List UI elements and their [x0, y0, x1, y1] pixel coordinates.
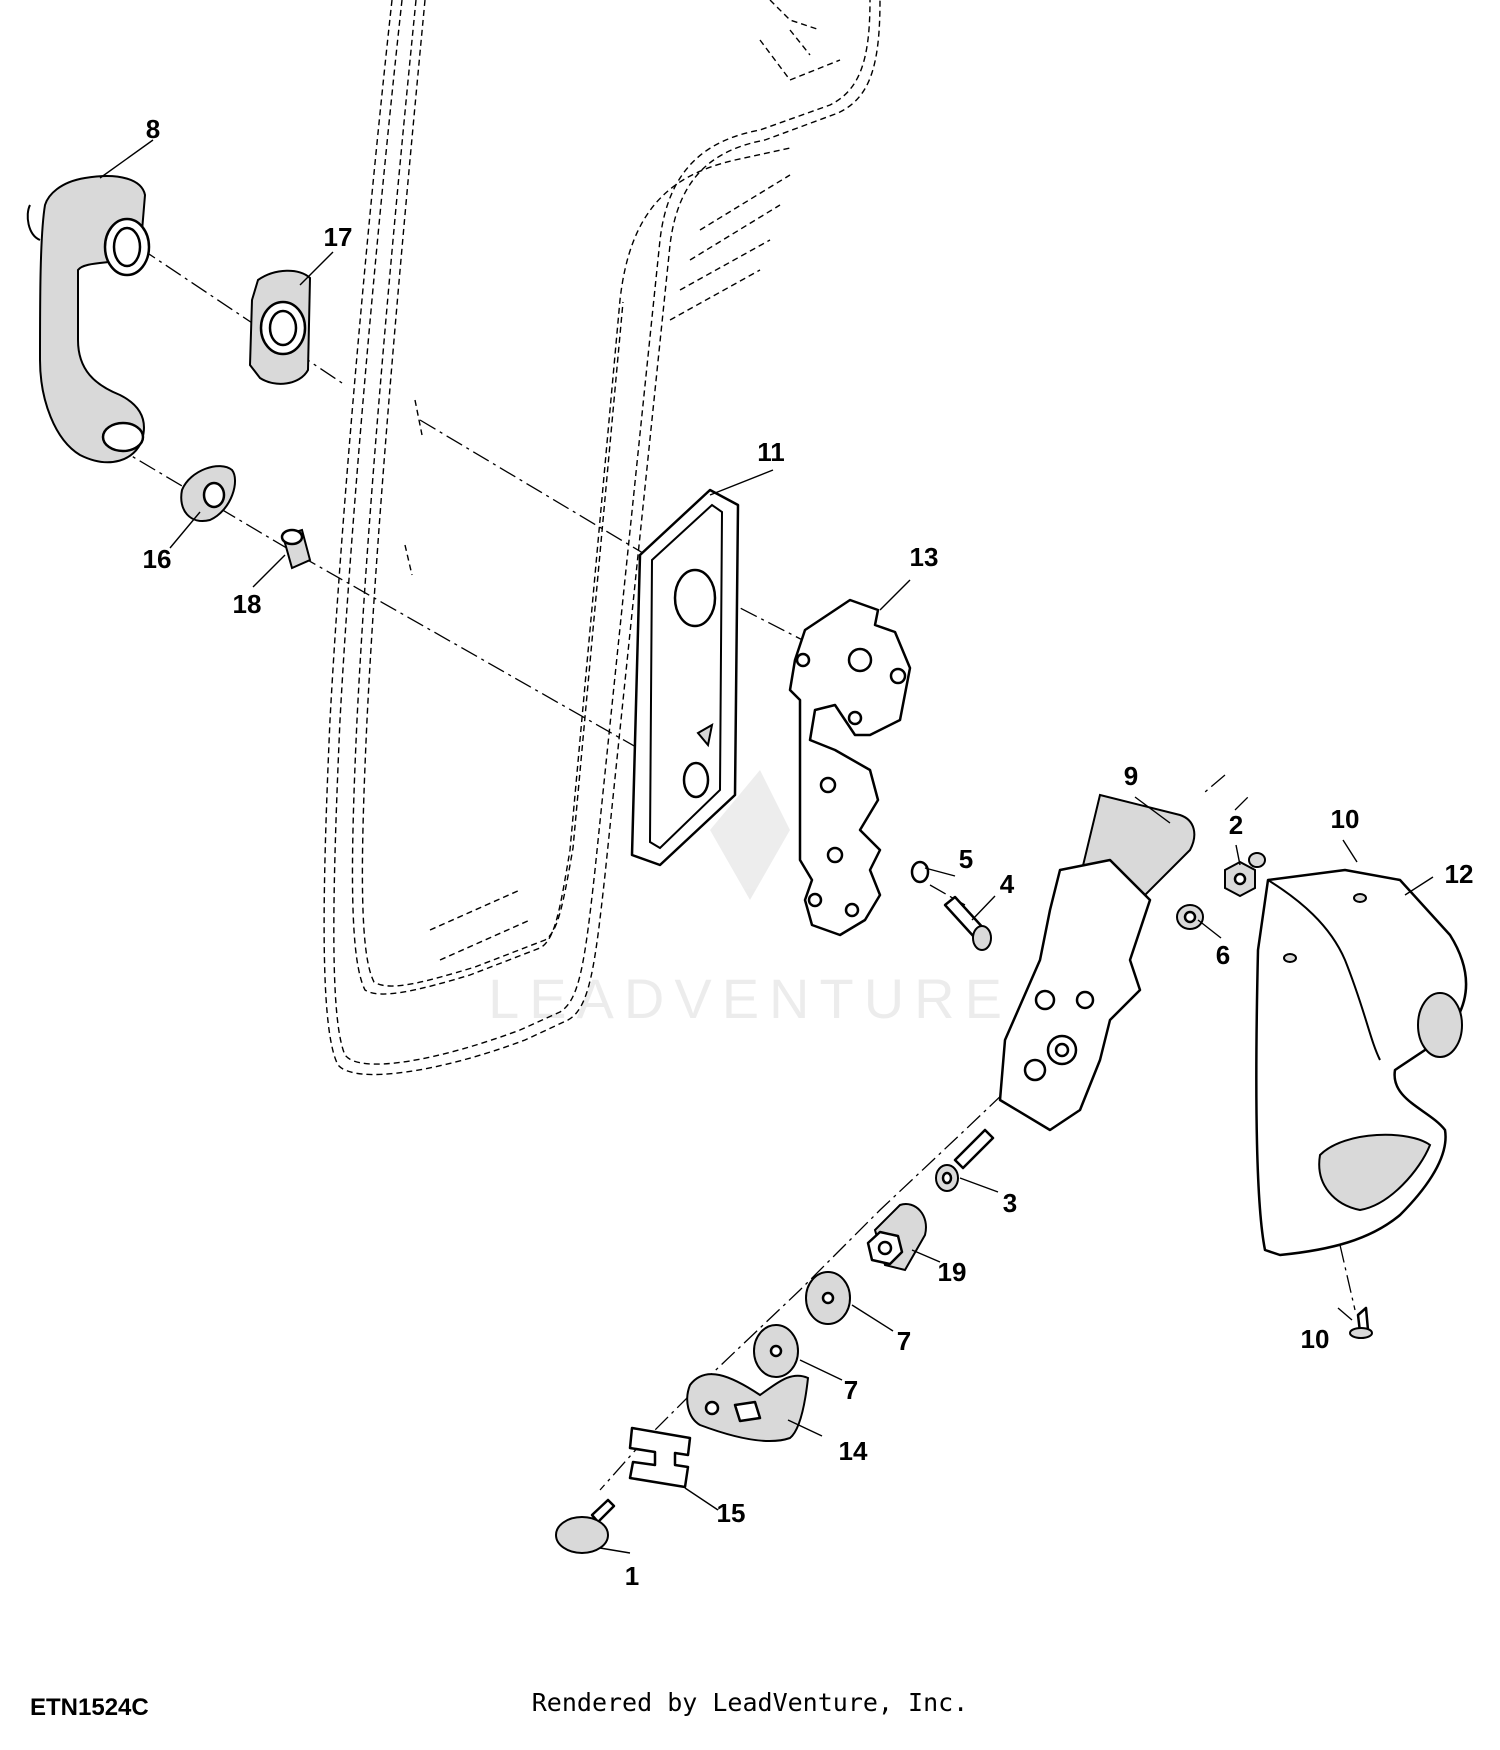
bolt-3	[935, 1128, 995, 1192]
watermark-text: LEADVENTURE	[488, 967, 1012, 1030]
bolt-4	[943, 895, 992, 951]
figure-id: ETN1524C	[30, 1694, 149, 1721]
callout-17: 17	[324, 222, 353, 252]
washer-6	[1176, 904, 1204, 930]
callout-1: 1	[625, 1561, 639, 1591]
spacer-18	[280, 528, 312, 570]
callout-12: 12	[1445, 859, 1474, 889]
callout-19: 19	[938, 1257, 967, 1287]
callout-2: 2	[1229, 810, 1243, 840]
callout-10-top: 10	[1331, 804, 1360, 834]
watermark: LEADVENTURE	[488, 770, 1012, 1030]
bushing-16	[180, 465, 236, 522]
callout-10-bottom: 10	[1301, 1324, 1330, 1354]
callout-leaders	[99, 139, 1434, 1554]
callout-7-lower: 7	[844, 1375, 858, 1405]
callout-9: 9	[1124, 761, 1138, 791]
callout-4: 4	[1000, 869, 1015, 899]
render-credit: Rendered by LeadVenture, Inc.	[531, 1688, 969, 1717]
callout-11: 11	[757, 437, 785, 467]
gasket-11	[630, 488, 740, 867]
callout-5: 5	[959, 844, 973, 874]
callout-6: 6	[1216, 940, 1230, 970]
grab-handle	[26, 174, 151, 464]
callout-15: 15	[717, 1498, 746, 1528]
carriage-bolt-1	[555, 1498, 616, 1554]
callout-3: 3	[1003, 1188, 1017, 1218]
plate-15	[628, 1426, 692, 1489]
latch-cover-12	[1255, 868, 1468, 1257]
clip-14	[686, 1373, 810, 1443]
door-latch-9	[998, 793, 1196, 1132]
striker-19	[866, 1203, 927, 1272]
hex-nut-2	[1224, 860, 1256, 898]
screw-10-top	[1248, 852, 1266, 868]
callout-14: 14	[839, 1436, 868, 1466]
latch-bracket-13	[788, 598, 912, 937]
callout-16: 16	[143, 544, 172, 574]
door-frame-outline	[323, 0, 881, 1076]
callout-18: 18	[233, 589, 262, 619]
screw-10-bottom	[1349, 1306, 1373, 1339]
washer-7-upper	[805, 1271, 851, 1325]
washer-7-lower	[753, 1324, 799, 1378]
callout-8: 8	[146, 114, 160, 144]
lock-washer-5	[910, 860, 930, 884]
callout-13: 13	[910, 542, 939, 572]
callout-7-upper: 7	[897, 1326, 911, 1356]
handle-escutcheon	[248, 269, 312, 385]
